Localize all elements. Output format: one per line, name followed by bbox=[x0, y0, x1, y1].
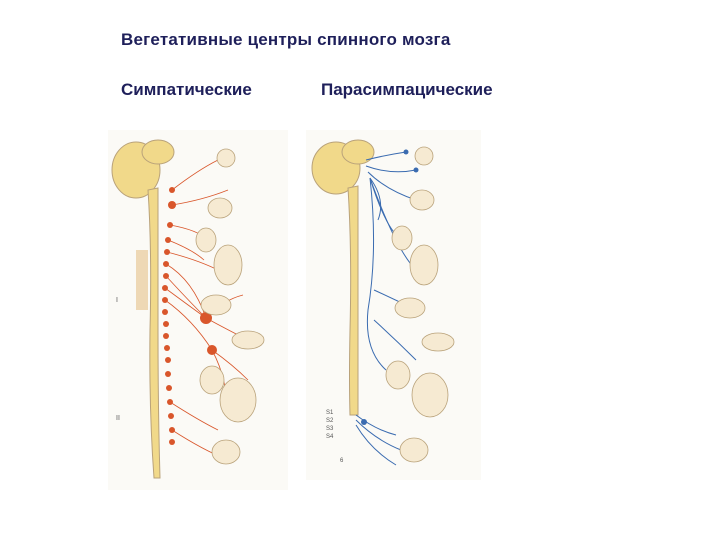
eye bbox=[217, 149, 235, 167]
lung bbox=[410, 245, 438, 285]
label-s1: S1 bbox=[326, 410, 334, 416]
stomach bbox=[232, 331, 264, 349]
liver bbox=[201, 295, 231, 315]
label-s3: S3 bbox=[326, 426, 334, 432]
heart bbox=[392, 226, 412, 250]
slide-title: Вегетативные центры спинного мозга bbox=[121, 30, 451, 50]
bladder bbox=[212, 440, 240, 464]
liver bbox=[395, 298, 425, 318]
intestine bbox=[412, 373, 448, 417]
label-i: I bbox=[116, 297, 118, 304]
lung bbox=[214, 245, 242, 285]
thoracic-zone bbox=[136, 250, 148, 310]
cerebellum bbox=[342, 140, 374, 164]
intestine bbox=[220, 378, 256, 422]
label-ii: II bbox=[116, 415, 120, 422]
kidney bbox=[200, 366, 224, 394]
caption-sympathetic: Симпатические bbox=[121, 80, 252, 100]
parasympathetic-diagram: S1 S2 S3 S4 6 bbox=[306, 130, 481, 480]
salivary-gland bbox=[410, 190, 434, 210]
label-s4: S4 bbox=[326, 434, 334, 440]
label-s2: S2 bbox=[326, 418, 334, 424]
stomach bbox=[422, 333, 454, 351]
kidney bbox=[386, 361, 410, 389]
heart bbox=[196, 228, 216, 252]
cerebellum bbox=[142, 140, 174, 164]
caption-parasympathetic: Парасимпацические bbox=[321, 80, 493, 100]
sympathetic-diagram: I II bbox=[108, 130, 288, 490]
salivary-gland bbox=[208, 198, 232, 218]
bladder bbox=[400, 438, 428, 462]
eye bbox=[415, 147, 433, 165]
